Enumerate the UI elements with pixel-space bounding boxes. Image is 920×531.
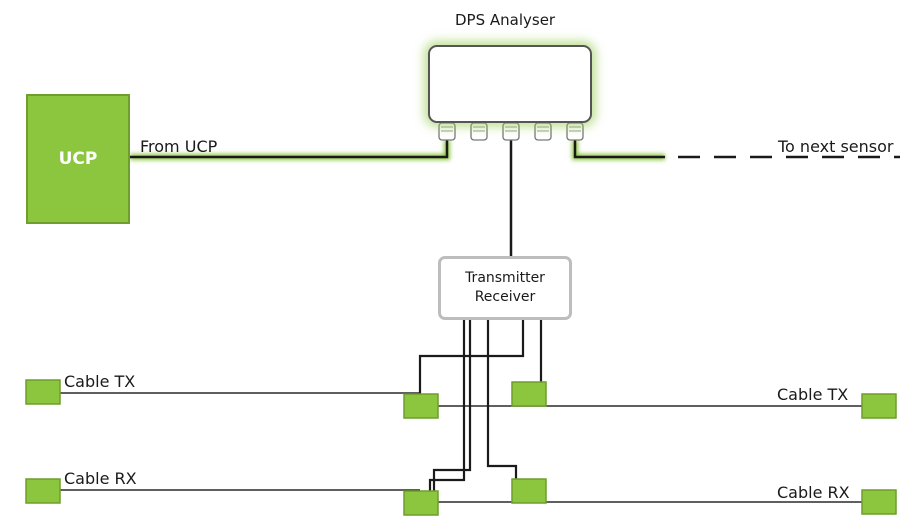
cable-rx-right-label: Cable RX bbox=[777, 483, 850, 502]
analyser-connectors bbox=[438, 122, 584, 141]
cable-rx-right-terminal bbox=[861, 489, 897, 515]
tx-clamp-2 bbox=[511, 381, 547, 407]
dps-analyser-label: DPS Analyser bbox=[455, 11, 556, 29]
cable-rx-left-terminal bbox=[25, 478, 61, 504]
ucp-label: UCP bbox=[58, 149, 98, 169]
tx-clamp-1 bbox=[403, 393, 439, 419]
to-next-sensor-label: To next sensor bbox=[778, 137, 894, 156]
cable-tx-left-terminal bbox=[25, 379, 61, 405]
cable-tx-right-label: Cable TX bbox=[777, 385, 849, 404]
transmitter-label: Transmitter bbox=[465, 270, 545, 286]
sensor-wires bbox=[418, 320, 543, 492]
transmitter-receiver-box: Transmitter Receiver bbox=[438, 256, 572, 320]
from-ucp-label: From UCP bbox=[140, 137, 218, 156]
receiver-label: Receiver bbox=[474, 289, 536, 305]
rx-clamp-2 bbox=[511, 478, 547, 504]
analyser-connector-1 bbox=[438, 122, 456, 141]
dps-analyser-box bbox=[428, 45, 592, 123]
analyser-connector-2 bbox=[470, 122, 488, 141]
to-next-sensor-link bbox=[572, 140, 900, 160]
cable-tx-right-terminal bbox=[861, 393, 897, 419]
rx-clamp-1 bbox=[403, 490, 439, 516]
ucp-box: UCP bbox=[26, 94, 130, 224]
analyser-connector-3 bbox=[502, 122, 520, 141]
analyser-connector-4 bbox=[534, 122, 552, 141]
cable-rx-left-label: Cable RX bbox=[64, 469, 137, 488]
from-ucp-link bbox=[130, 140, 450, 160]
cable-tx-left-label: Cable TX bbox=[64, 372, 136, 391]
analyser-connector-5 bbox=[566, 122, 584, 141]
